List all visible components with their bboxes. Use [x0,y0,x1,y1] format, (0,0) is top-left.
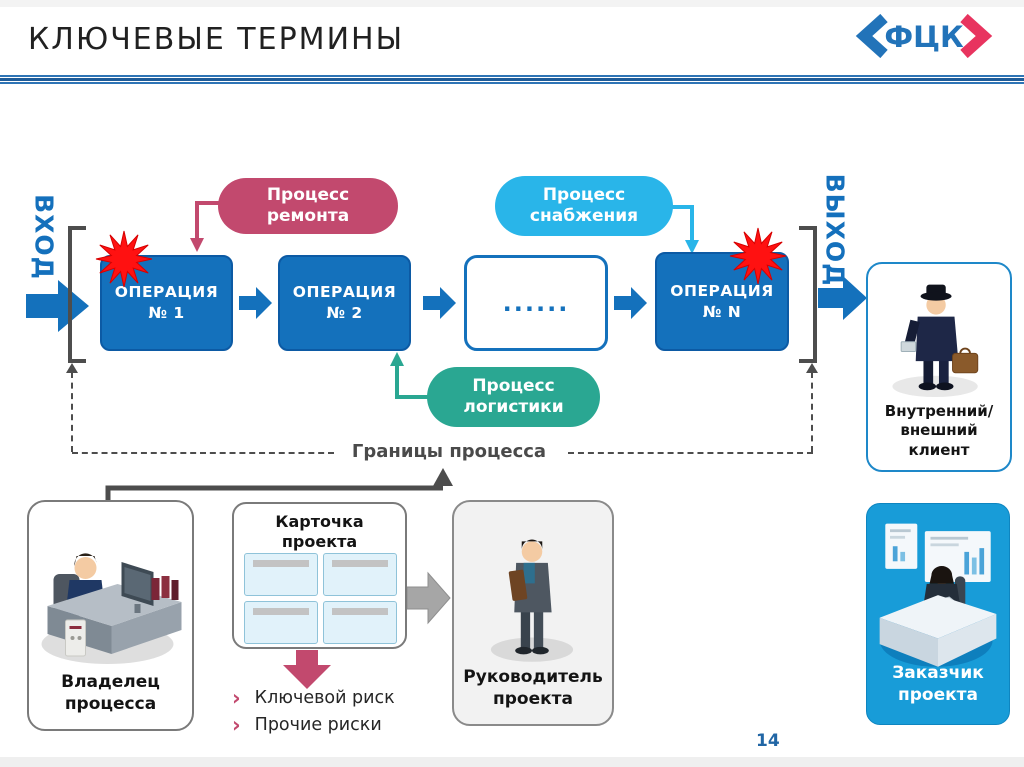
project-mini-card [244,553,318,596]
header-separator-line [0,75,1024,77]
supply-process-pill: Процесс снабжения [495,176,673,236]
customer-line1: Заказчик [892,662,984,683]
project-manager-line1: Руководитель [463,666,603,687]
operation-n-title: ОПЕРАЦИЯ [670,281,774,300]
logistics-process-line1: Процесс [472,375,555,396]
project-manager-label: Руководитель проекта [454,666,612,710]
logistics-arrow-icon [390,352,430,399]
boundary-dashed-line-right [811,372,813,452]
input-arrow-icon [26,280,89,332]
process-owner-line1: Владелец [61,671,160,692]
repair-arrow-icon [190,201,230,252]
project-card-title: Карточка проекта [234,512,405,552]
repair-process-pill: Процесс ремонта [218,178,398,234]
logistics-process-line2: логистики [463,397,564,417]
customer-illustration [879,523,997,667]
client-label: Внутренний/ внешний клиент [868,402,1010,461]
mini-card-bar [332,560,388,567]
slide-bottom-edge [0,757,1024,767]
risk-starburst-icon [95,230,153,288]
client-line2: внешний [900,421,978,439]
supply-process-line2: снабжения [529,206,639,226]
project-mini-card [244,601,318,644]
operation-n-number: № N [702,302,742,321]
client-line1: Внутренний/ [884,401,994,420]
process-owner-line2: процесса [64,693,157,714]
client-illustration [892,284,979,398]
operation-ellipsis-box: ...... [464,255,608,351]
customer-line2: проекта [898,684,978,705]
process-right-bracket [799,226,817,363]
flow-arrow-icon [239,287,272,319]
operation-1-number: № 1 [148,304,185,322]
output-arrow-icon [818,276,867,320]
flow-arrow-icon [423,287,456,319]
project-mini-card [323,553,397,596]
boundary-dashed-line-left [71,372,73,452]
mini-card-bar [253,608,309,615]
mini-card-bar [253,560,309,567]
risk-item-other: › Прочие риски [232,713,382,737]
repair-process-line2: ремонта [266,206,350,226]
repair-process-line1: Процесс [266,184,350,205]
process-owner-illustration [41,553,182,664]
fck-logo: ФЦК [855,14,993,58]
logo-text: ФЦК [884,20,964,54]
customer-card: Заказчик проекта [866,503,1010,725]
header-separator-line [0,78,1024,81]
boundary-up-arrowhead-icon [66,363,78,373]
boundary-up-arrowhead-icon [806,363,818,373]
project-card-line2: проекта [281,532,358,551]
project-card-grid [244,553,397,644]
operation-2-title: ОПЕРАЦИЯ [292,283,397,302]
mini-card-bar [332,608,388,615]
boundary-dashed-line-bottom-left [72,452,334,454]
output-label: ВЫХОД [820,173,850,287]
process-left-bracket [68,226,86,363]
project-manager-line2: проекта [493,688,573,709]
project-manager-illustration [490,539,574,662]
client-card: Внутренний/ внешний клиент [866,262,1012,472]
ellipsis-text: ...... [502,289,570,317]
project-manager-card: Руководитель проекта [452,500,614,726]
risk-item-label: Ключевой риск [254,688,395,708]
boundary-label: Границы процесса [351,441,547,462]
flow-arrow-icon [614,287,647,319]
project-mini-card [323,601,397,644]
logistics-process-pill: Процесс логистики [427,367,600,427]
page-number: 14 [756,731,780,751]
risk-starburst-icon [729,227,787,285]
header-separator-line [0,82,1024,84]
process-owner-label: Владелец процесса [29,671,192,715]
input-label: ВХОД [29,194,59,280]
risk-item-label: Прочие риски [254,715,382,735]
to-manager-arrow-icon [407,571,451,625]
process-owner-card: Владелец процесса [27,500,194,731]
page-title: КЛЮЧЕВЫЕ ТЕРМИНЫ [28,22,405,57]
risk-down-arrow-icon [283,650,331,689]
chevron-bullet-icon: › [232,713,241,737]
customer-label: Заказчик проекта [867,662,1009,706]
operation-2-number: № 2 [326,304,363,322]
client-line3: клиент [908,440,970,459]
supply-process-line1: Процесс [542,184,626,205]
project-card-line1: Карточка [275,512,364,531]
project-card-box: Карточка проекта [232,502,407,649]
boundary-dashed-line-bottom-right [568,452,813,454]
slide-top-edge [0,0,1024,7]
chevron-bullet-icon: › [232,686,241,710]
supply-arrow-icon [668,205,699,254]
risk-item-key: › Ключевой риск [232,686,395,710]
operation-2-box: ОПЕРАЦИЯ № 2 [278,255,411,351]
operation-1-title: ОПЕРАЦИЯ [114,283,219,302]
logo-left-chevron-icon [855,14,888,58]
logo-right-chevron-icon [960,14,993,58]
